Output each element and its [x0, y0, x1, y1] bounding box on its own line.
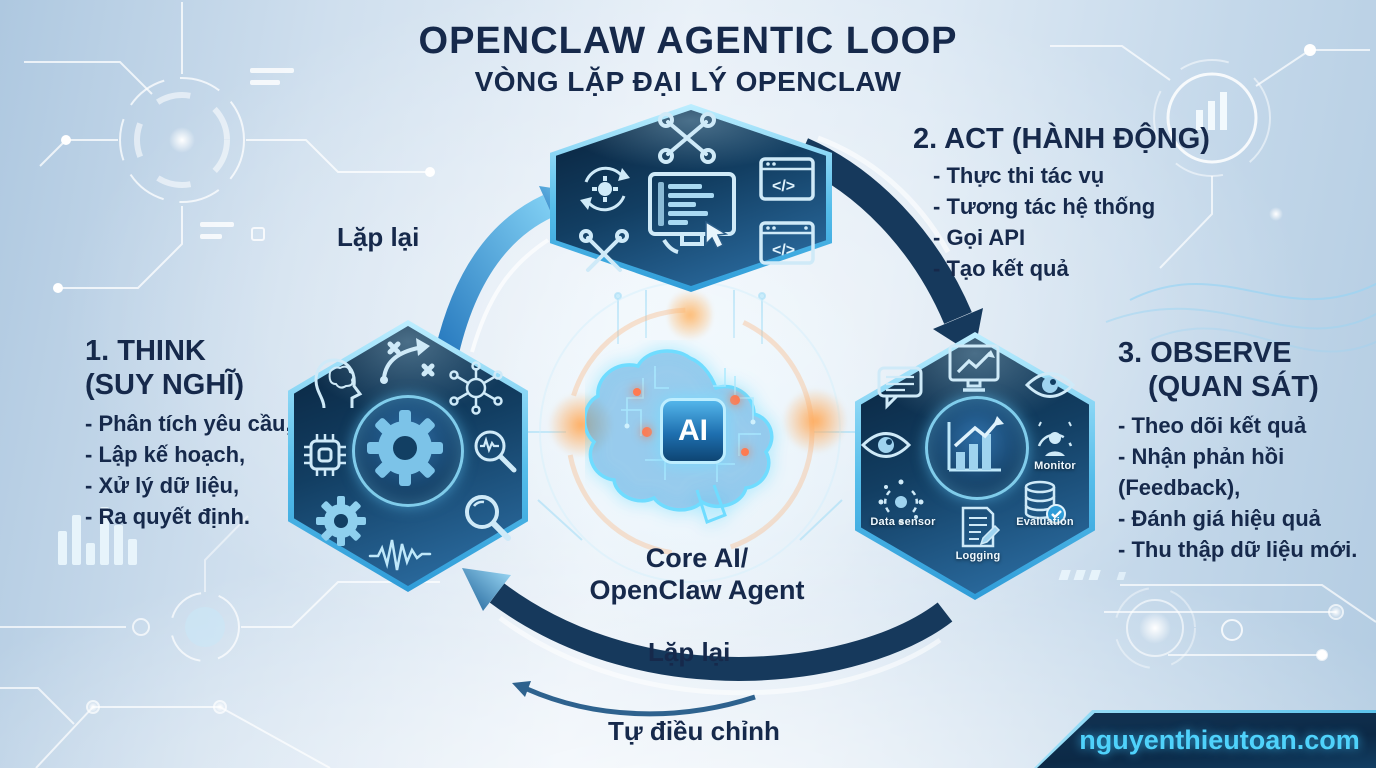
act-bullet: - Gọi API [933, 225, 1026, 250]
self-adjust-label: Tự điều chỉnh [608, 716, 780, 746]
hud-circle-top-right [1050, 44, 1370, 269]
core-agent-line2: OpenClaw Agent [589, 575, 805, 605]
data-sensor-icon [877, 478, 925, 526]
strategy-arrow-icon [376, 334, 440, 386]
bar-chart-decoration [58, 507, 137, 565]
evaluation-label: Evaluation [1016, 516, 1074, 528]
act-bullet: - Tạo kết quả [933, 256, 1069, 281]
page-title: OPENCLAW AGENTIC LOOP [418, 20, 958, 62]
network-nodes-icon [448, 360, 504, 416]
observe-heading-line2: (QUAN SÁT) [1148, 371, 1319, 403]
observe-bullet: - Đánh giá hiệu quả [1118, 506, 1321, 531]
circuit-bottom-right [1058, 570, 1376, 669]
act-bullet: - Tương tác hệ thống [933, 194, 1156, 219]
svg-text:</>: </> [772, 178, 795, 195]
orange-glow-left [548, 392, 614, 458]
waveform-icon [368, 534, 454, 574]
observe-bullet: - Theo dõi kết quả [1118, 413, 1307, 438]
hud-circle-top-left [24, 2, 435, 293]
act-bullet: - Thực thi tác vụ [933, 163, 1105, 188]
observe-bullets: - Theo dõi kết quả - Nhận phản hồi (Feed… [1118, 410, 1374, 565]
observe-bullet: - Thu thập dữ liệu mới. [1118, 537, 1358, 562]
think-heading-line2: (SUY NGHĨ) [85, 369, 244, 401]
swoosh-top-left [470, 238, 550, 353]
website-url: nguyenthieutoan.com [1079, 725, 1360, 755]
code-monitor-hands-icon [644, 170, 740, 266]
arrow-self-adjust [512, 681, 756, 717]
website-banner: nguyenthieutoan.com [1034, 710, 1376, 768]
act-bullets: - Thực thi tác vụ - Tương tác hệ thống -… [913, 160, 1213, 284]
swoosh-bottom [498, 615, 942, 696]
think-bullets: - Phân tích yêu cầu, - Lập kế hoạch, - X… [85, 408, 335, 532]
eye-icon [859, 428, 913, 462]
head-brain-icon [314, 356, 366, 412]
chat-bubble-icon [875, 364, 925, 410]
loop-label-top: Lặp lại [337, 222, 420, 252]
small-gear-icon [316, 496, 366, 546]
swoosh-top-right [817, 135, 951, 254]
loop-label-bottom: Lặp lại [648, 637, 731, 667]
ai-chip-label: AI [678, 414, 708, 447]
core-agent-caption: Core AI/ OpenClaw Agent [547, 542, 847, 606]
think-heading-line1: 1. THINK [85, 335, 206, 367]
act-section: 2. ACT (HÀNH ĐỘNG) - Thực thi tác vụ - T… [913, 122, 1213, 284]
data-sensor-label: Data sensor [870, 516, 936, 528]
think-bullet: - Xử lý dữ liệu, [85, 473, 240, 498]
magnifier-icon [458, 490, 514, 546]
chart-monitor-icon [945, 342, 1003, 394]
think-bullet: - Phân tích yêu cầu, [85, 411, 292, 436]
logging-doc-icon [955, 504, 1001, 550]
magnifier-waveform-icon [468, 426, 520, 478]
refresh-gear-icon [578, 162, 632, 216]
wave-lines-right [1105, 282, 1376, 353]
svg-text:</>: </> [772, 242, 795, 259]
orange-glow-top [668, 286, 712, 344]
act-hexagon: </> </> [550, 104, 832, 292]
wrench-screwdriver-icon [578, 228, 630, 280]
ai-chip: AI [660, 398, 726, 464]
act-heading: 2. ACT (HÀNH ĐỘNG) [913, 123, 1210, 155]
think-bullet: - Ra quyết định. [85, 504, 250, 529]
person-monitor-icon [1033, 418, 1077, 462]
chip-icon [300, 430, 350, 480]
think-hexagon [288, 320, 528, 592]
data-marks-top-left [200, 68, 294, 241]
crossed-wrenches-icon [656, 110, 718, 166]
page-subtitle: VÒNG LẶP ĐẠI LÝ OPENCLAW [474, 66, 902, 97]
think-bullet: - Lập kế hoạch, [85, 442, 246, 467]
think-section: 1. THINK (SUY NGHĨ) - Phân tích yêu cầu,… [85, 334, 335, 532]
bar-chart-growth-icon [941, 412, 1007, 478]
loop-arrows [435, 135, 983, 717]
code-window-cursor-icon: </> [758, 156, 816, 206]
monitor-label: Monitor [1034, 460, 1076, 472]
core-agent-line1: Core AI/ [645, 543, 749, 573]
website-banner-fill: nguyenthieutoan.com [1037, 713, 1376, 768]
observe-hexagon: Monitor Data sensor Logging [855, 332, 1095, 600]
logging-label: Logging [955, 550, 1001, 562]
arrow-observe-to-think [462, 568, 953, 681]
observe-bullet: - Nhận phản hồi (Feedback), [1118, 444, 1285, 500]
orange-glow-right [782, 388, 848, 454]
code-window-icon: </> [758, 220, 816, 270]
observe-heading-line1: 3. OBSERVE [1118, 337, 1292, 369]
database-check-icon [1019, 478, 1067, 526]
observe-section: 3. OBSERVE (QUAN SÁT) - Theo dõi kết quả… [1118, 336, 1374, 565]
eye-icon [1023, 368, 1077, 402]
central-gear-icon [367, 410, 443, 486]
circuit-bottom-left [0, 515, 440, 768]
